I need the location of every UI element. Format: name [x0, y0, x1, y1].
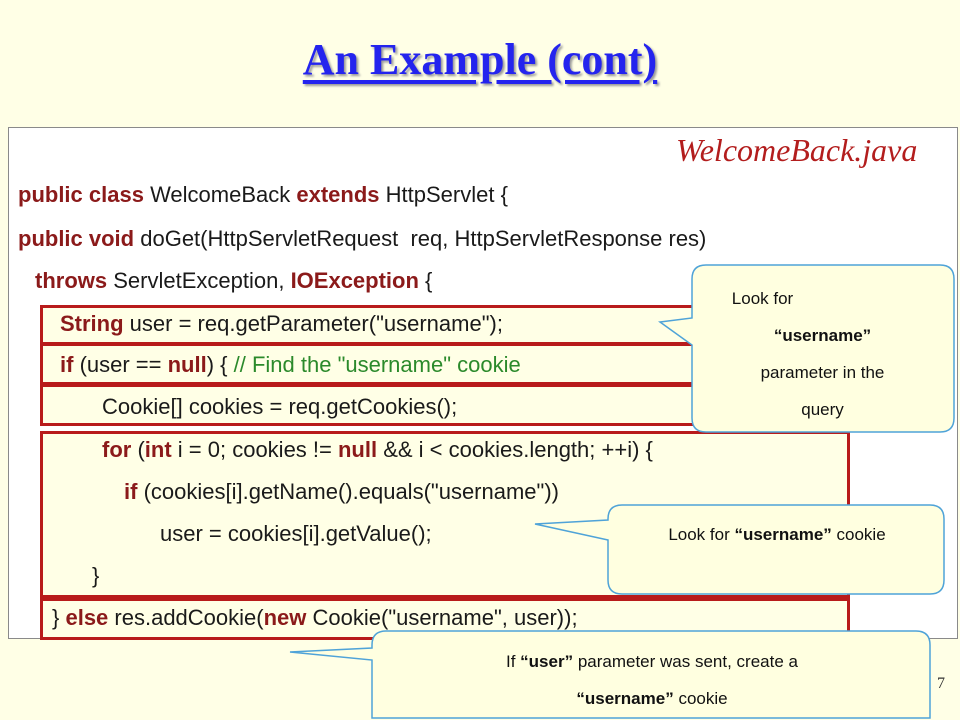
callout-bold: “username” — [734, 525, 832, 544]
keyword: public class — [18, 182, 144, 207]
code-text: (user == — [73, 352, 168, 377]
keyword: if — [124, 479, 138, 504]
code-filename: WelcomeBack.java — [676, 132, 918, 168]
code-line-3: throws ServletException, IOException { — [35, 268, 432, 294]
callout-text-part: parameter was sent, create a — [573, 652, 798, 671]
keyword: extends — [296, 182, 380, 207]
keyword: if — [60, 352, 74, 377]
code-text: { — [418, 268, 433, 293]
code-line-5: if (user == null) { // Find the "usernam… — [60, 352, 521, 378]
callout-line: “username” cookie — [374, 680, 930, 717]
keyword: null — [337, 437, 378, 462]
code-line-1: public class WelcomeBack extends HttpSer… — [18, 182, 508, 208]
code-text: (cookies[i].getName().equals("username")… — [137, 479, 559, 504]
code-text: doGet(HttpServletRequest req, HttpServle… — [134, 226, 707, 251]
code-line-8: if (cookies[i].getName().equals("usernam… — [124, 479, 559, 505]
code-text: WelcomeBack — [143, 182, 297, 207]
callout-text-part: cookie — [673, 689, 728, 708]
keyword: String — [60, 311, 124, 336]
keyword: throws — [35, 268, 108, 293]
callout-parameter-text: Look for “username” parameter in the que… — [695, 280, 950, 428]
code-text: Cookie[] cookies = req.getCookies(); — [102, 394, 458, 419]
keyword: null — [167, 352, 207, 377]
keyword: IOException — [290, 268, 419, 293]
code-text: HttpServlet { — [379, 182, 508, 207]
code-line-2: public void doGet(HttpServletRequest req… — [18, 226, 706, 252]
page-number: 7 — [937, 675, 945, 692]
code-line-10: } — [92, 563, 99, 589]
code-line-11: } else res.addCookie(new Cookie("usernam… — [52, 605, 578, 631]
callout-bold: “username” — [773, 326, 872, 345]
callout-line: Look for — [731, 289, 794, 308]
code-line-6: Cookie[] cookies = req.getCookies(); — [102, 394, 457, 420]
code-line-9: user = cookies[i].getValue(); — [160, 521, 432, 547]
code-text: } — [52, 605, 66, 630]
keyword: int — [144, 437, 172, 462]
callout-text-part: If — [506, 652, 521, 671]
code-line-7: for (int i = 0; cookies != null && i < c… — [102, 437, 653, 463]
callout-line: If “user” parameter was sent, create a — [374, 643, 930, 680]
slide-title: An Example (cont) — [302, 35, 658, 84]
keyword: public void — [18, 226, 135, 251]
callout-cookie-text: Look for “username” cookie — [610, 516, 944, 553]
code-text: Cookie("username", user)); — [306, 605, 578, 630]
code-text: res.addCookie( — [108, 605, 264, 630]
callout-line: query — [801, 400, 844, 419]
code-text: i = 0; cookies != — [171, 437, 338, 462]
callout-bold: “username” — [576, 689, 674, 708]
code-text: && i < cookies.length; ++i) { — [377, 437, 653, 462]
keyword: else — [65, 605, 109, 630]
callout-text-part: Look for — [668, 525, 735, 544]
code-comment: // Find the "username" cookie — [233, 352, 521, 377]
callout-bold: “user” — [520, 652, 574, 671]
code-text: ) { — [206, 352, 234, 377]
code-text: } — [92, 563, 100, 588]
callout-line: parameter in the — [760, 363, 885, 382]
keyword: new — [263, 605, 307, 630]
callout-line: “username” — [695, 317, 950, 354]
code-line-4: String user = req.getParameter("username… — [60, 311, 503, 337]
code-text: user = req.getParameter("username"); — [123, 311, 503, 336]
callout-text-part: cookie — [831, 525, 886, 544]
keyword: for — [102, 437, 132, 462]
code-text: user = cookies[i].getValue(); — [160, 521, 432, 546]
code-text: ( — [131, 437, 145, 462]
callout-create-cookie-text: If “user” parameter was sent, create a “… — [374, 643, 930, 717]
code-text: ServletException, — [107, 268, 291, 293]
